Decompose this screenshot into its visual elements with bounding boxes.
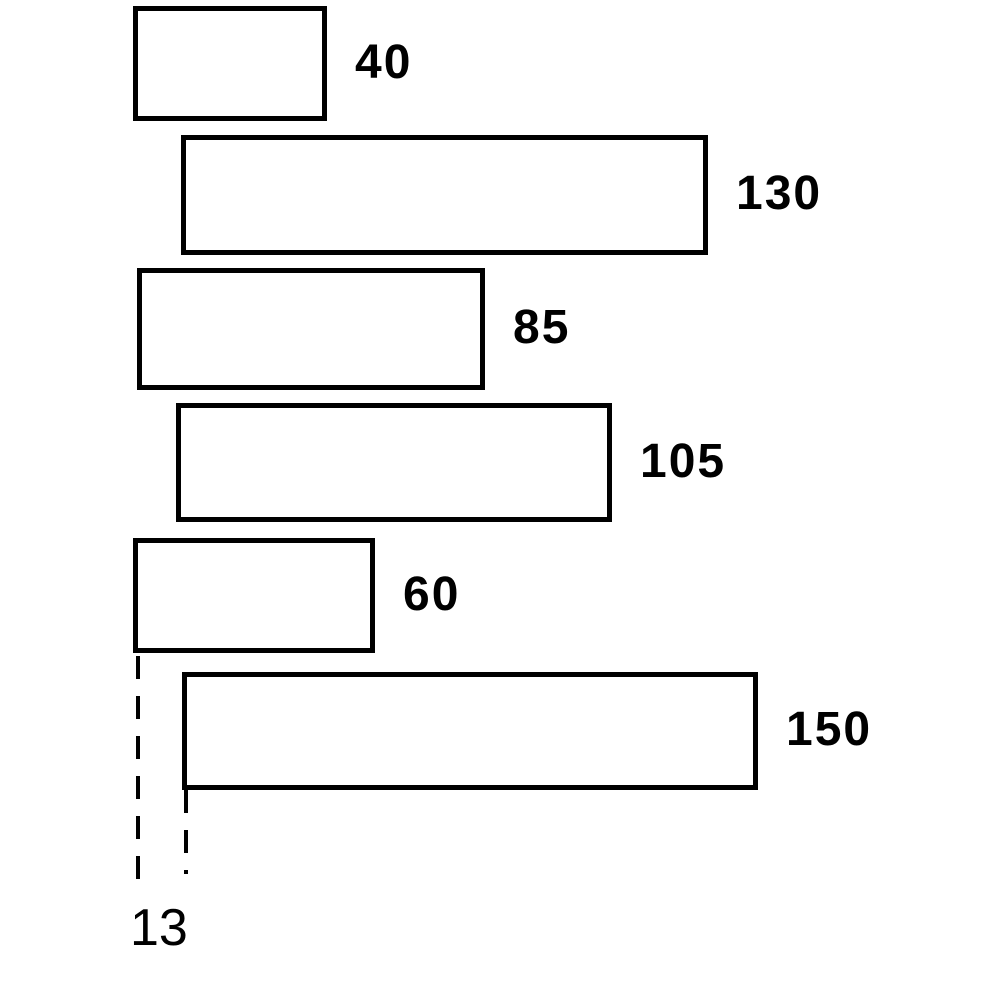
bar-value-label: 85 [513, 301, 571, 355]
bar [176, 403, 612, 522]
dashed-guide-line [184, 790, 188, 874]
bar-value-label: 40 [355, 35, 413, 89]
bar [182, 672, 758, 790]
bar [181, 135, 708, 255]
bar [133, 6, 327, 121]
bar-value-label: 60 [403, 567, 461, 621]
bar-value-label: 105 [640, 434, 727, 488]
bar [133, 538, 375, 653]
bar-value-label: 130 [736, 167, 823, 221]
offset-annotation-label: 13 [130, 899, 188, 957]
dashed-guide-line [136, 656, 140, 888]
bar-value-label: 150 [786, 703, 873, 757]
bar [137, 268, 485, 390]
